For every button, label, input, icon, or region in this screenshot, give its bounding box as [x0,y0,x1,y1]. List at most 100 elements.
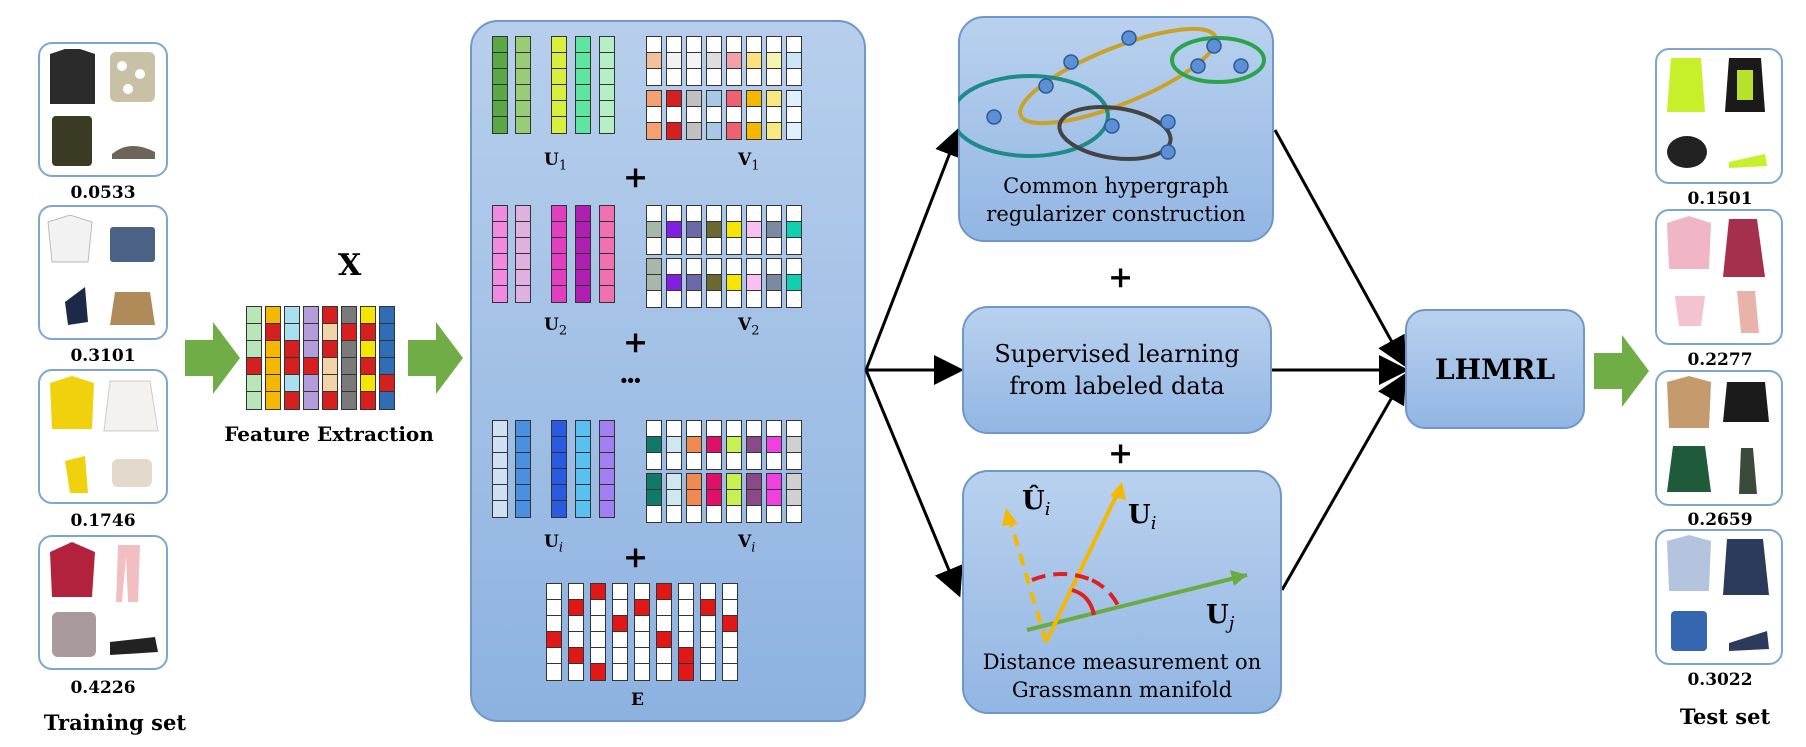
vi-top-col-3 [686,420,702,470]
grassmann-box: Distance measurement on Grassmann manifo… [962,470,1282,714]
u2-sub: 2 [558,323,568,339]
v1-label: V1 [738,150,759,173]
training-score-4: 0.4226 [70,678,136,698]
test-card-3 [1655,370,1783,506]
feature-matrix-col-6 [341,306,357,410]
v1-bottom-col-7 [766,90,782,140]
v1-top-col-1 [646,36,662,86]
v1-bottom-col-6 [746,90,762,140]
ui-hat-vector [1008,519,1048,643]
v1-sub: 1 [751,158,760,174]
feature-matrix-col-4 [303,306,319,410]
v1-bottom-col-3 [686,90,702,140]
e-label: E [631,690,644,710]
vi-top-col-5 [726,420,742,470]
test-image-4 [1667,535,1769,651]
feature-x-label: X [338,248,362,283]
test-set-title: Test set [1679,704,1771,729]
v2-top-col-8 [786,205,802,255]
e-col-9 [722,583,738,681]
v2-bottom-col-6 [746,258,762,308]
v2-label: V2 [738,315,759,338]
grassmann-ui-hat-label: Ûi [1022,486,1050,520]
v2-bottom-col-2 [666,258,682,308]
v1-bottom-col-4 [706,90,722,140]
arrow-to-grassmann [864,369,963,598]
vi-bottom-col-4 [706,473,722,523]
v2-top-col-7 [766,205,782,255]
outfit-image-3 [50,376,159,493]
vi-bottom-col-1 [646,473,662,523]
node-10 [1233,58,1249,74]
uj-arrowhead [1230,570,1247,586]
u2-col-2 [515,205,531,303]
vi-sub: i [751,540,756,556]
panel-plus-2: + [623,325,649,360]
v2-bottom-col-8 [786,258,802,308]
supervised-text: Supervised learning from labeled data [994,340,1240,400]
node-1 [1121,30,1137,46]
outfit-card-4 [38,535,168,670]
test-image-1 [1667,58,1767,168]
node-4 [986,109,1002,125]
uj-vector [1026,573,1248,632]
v1-top-col-8 [786,36,802,86]
test-score-4: 0.3022 [1687,670,1753,690]
v2-top-col-2 [666,205,682,255]
angle-arc-outer [1031,572,1093,582]
ui-letter: U [544,532,559,552]
outfit-image-4 [50,542,158,657]
node-5 [1104,118,1120,134]
v2-top-col-3 [686,205,702,255]
green-arrow-2 [408,322,463,394]
vi-label: Vi [738,532,755,555]
v2-bottom-col-7 [766,258,782,308]
arrow-hypergraph-to-model [1273,129,1406,368]
outfit-image-2 [47,214,155,325]
test-image-2 [1667,216,1765,333]
hyperedge-ellipse-grey [1057,105,1173,161]
box-plus-2: + [1108,436,1134,471]
test-score-1: 0.1501 [1687,189,1753,209]
outfit-image-1 [50,49,155,166]
vi-letter: V [738,532,752,552]
hypergraph-illustration [958,26,1266,161]
ui-arrowhead [1110,482,1126,500]
e-col-8 [700,583,716,681]
ui-hat-letter: Û [1022,486,1045,516]
grassmann-illustration [1002,482,1248,643]
feature-matrix-col-5 [322,306,338,410]
ui-col-3 [551,420,567,518]
vi-bottom-col-6 [746,473,762,523]
outfit-card-2 [38,205,168,340]
training-set-title: Training set [43,710,187,735]
node-6 [1160,114,1176,130]
panel-ellipsis: ··· [619,364,642,397]
vi-top-col-6 [746,420,762,470]
ui-vector [1044,487,1122,643]
outfit-card-1 [38,42,168,177]
hypergraph-text: Common hypergraph regularizer constructi… [986,174,1246,226]
box-plus-1: + [1108,260,1134,295]
vi-bottom-col-3 [686,473,702,523]
v1-bottom-col-2 [666,90,682,140]
hyperedge-ellipse-teal [958,74,1110,158]
ui-letter-grassmann: U [1128,500,1151,530]
u1-sub: 1 [558,158,568,174]
feature-matrix-col-1 [246,306,262,410]
e-col-3 [590,583,606,681]
test-card-4 [1655,529,1783,665]
e-col-2 [568,583,584,681]
ui-col-4 [575,420,591,518]
node-7 [1160,144,1176,160]
v1-top-col-2 [666,36,682,86]
ui-label: Ui [544,532,563,555]
u2-label: U2 [544,315,567,338]
u1-col-4 [575,36,591,134]
node-3 [1038,78,1054,94]
uj-letter: U [1206,600,1229,630]
hyperedge-ellipse-green [1170,36,1266,84]
ui-col-2 [515,420,531,518]
u1-col-1 [492,36,508,134]
test-score-2: 0.2277 [1687,350,1753,370]
